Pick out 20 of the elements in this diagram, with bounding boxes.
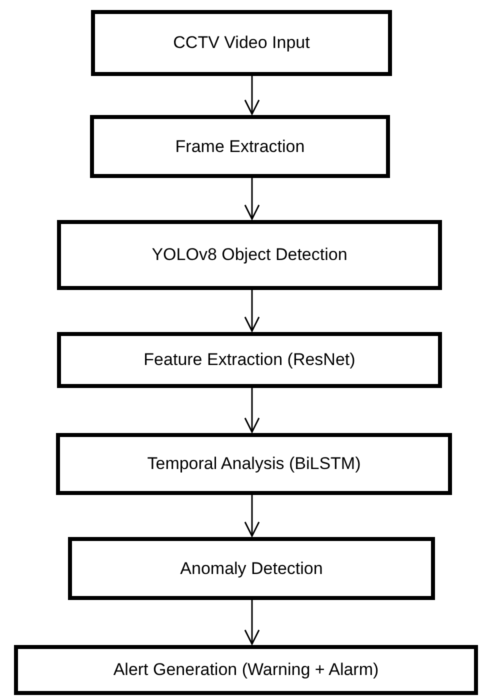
arrow <box>244 600 260 645</box>
box-label: Anomaly Detection <box>180 558 323 578</box>
arrow <box>244 388 260 433</box>
arrow <box>244 178 260 220</box>
process-box <box>91 10 392 76</box>
box-label: CCTV Video Input <box>173 33 310 53</box>
process-box <box>14 645 478 695</box>
box-label: Frame Extraction <box>175 136 305 156</box>
arrow <box>244 495 260 537</box>
process-box <box>56 433 452 495</box>
process-box <box>57 332 442 388</box>
box-label: Feature Extraction (ResNet) <box>144 350 356 370</box>
box-label: YOLOv8 Object Detection <box>152 245 348 265</box>
arrow <box>244 290 260 332</box>
box-label: Temporal Analysis (BiLSTM) <box>147 454 361 474</box>
arrow <box>244 76 260 115</box>
process-box <box>90 115 390 178</box>
box-label: Alert Generation (Warning + Alarm) <box>113 660 379 680</box>
process-box <box>57 220 442 290</box>
process-box <box>68 537 435 600</box>
